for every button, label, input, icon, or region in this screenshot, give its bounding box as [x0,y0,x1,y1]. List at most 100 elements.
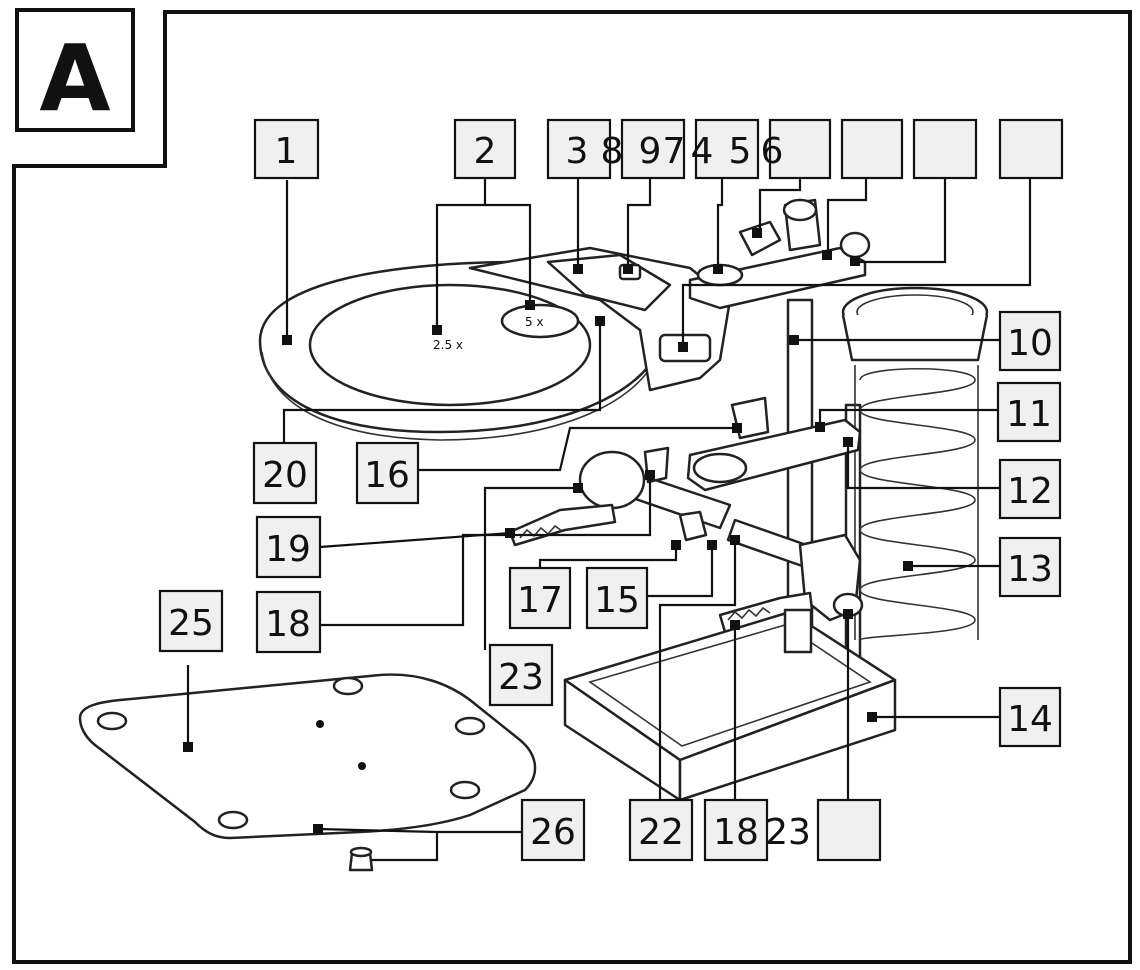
leader-9 [626,178,652,268]
callout-box-23a [488,643,554,707]
base-inner [588,624,872,747]
marker-10 [789,335,799,345]
callout-box-10 [998,310,1062,372]
figure-letter-box [15,8,135,132]
magnifier-small-lens [500,303,580,339]
top-knob [782,198,818,222]
leader-18a [320,475,652,627]
plate-screw-1 [316,720,324,728]
callout-7: 7 [663,131,686,172]
callout-23a: 23 [498,657,544,698]
marker-26 [313,824,323,834]
callout-box-11 [996,381,1062,443]
marker-11 [815,422,825,432]
magnifier-lamp: 5 x 2.5 x [258,246,732,441]
left-clip-arm [508,446,732,547]
callout-9: 9 [639,131,662,172]
leader-2 [435,178,532,330]
callout-box-15 [585,566,649,630]
callout-17: 17 [517,580,563,621]
marker-18a [645,470,655,480]
soldering-iron-holder [841,286,989,641]
leader-6 [826,178,868,255]
callout-boxes: 1 2 3 8 9 7 4 5 6 10 11 12 13 14 20 16 [158,118,1064,862]
marker-19 [505,528,515,538]
marker-9 [623,264,633,274]
base-plate [78,673,537,872]
callout-box-13 [998,536,1062,598]
leader-26 [317,827,522,862]
marker-13 [903,561,913,571]
coil-spring [859,368,976,641]
callout-box-19 [255,515,322,579]
arm-end-knob [839,231,871,259]
marker-12 [843,437,853,447]
callout-20: 20 [262,455,308,496]
left-clip-teeth [519,524,563,539]
callout-box-12 [998,458,1062,520]
callout-box-25 [158,589,224,653]
left-joint-sphere [578,450,646,510]
base-post [783,608,813,654]
callout-box-18a [255,590,322,654]
callout-box-26 [520,798,586,862]
marker-14 [867,712,877,722]
leader-8 [681,178,1032,345]
marker-2b [525,300,535,310]
callout-box-18b [703,798,769,862]
callout-box-8 [998,118,1064,180]
plate-hole-5 [217,810,249,830]
upper-arm-bar [688,246,867,310]
callout-8: 8 [601,131,624,172]
marker-22 [730,535,740,545]
callout-18b: 18 [713,812,759,853]
callout-box-5 [768,118,832,180]
plate-hole-3 [454,716,486,736]
base-tray [563,608,897,802]
middle-arm-assembly [686,396,862,492]
marker-23a [573,483,583,493]
marker-6 [822,250,832,260]
callout-2: 2 [474,131,497,172]
magnifier-ring-edge [261,344,661,441]
callout-23b: 23 [765,812,811,853]
plate-hole-4 [449,780,481,800]
callout-box-23b [816,798,882,862]
leader-16 [418,426,737,472]
callout-16: 16 [364,455,410,496]
callout-18a: 18 [265,604,311,645]
callout-box-17 [508,566,572,630]
leader-20 [282,320,602,443]
callout-box-20 [252,441,318,505]
callout-12: 12 [1007,471,1053,512]
callout-4: 4 [691,131,714,172]
callout-15: 15 [594,580,640,621]
callout-box-22 [628,798,694,862]
base-side [678,678,897,802]
callout-26: 26 [530,812,576,853]
callout-19: 19 [265,529,311,570]
middle-clamp-ring [692,452,748,484]
rubber-foot-top [349,846,373,858]
marker-1 [282,335,292,345]
callout-25: 25 [168,603,214,644]
leader-15 [647,545,714,598]
leader-5 [758,178,802,230]
small-wing-nut [678,510,708,542]
callout-box-14 [998,686,1062,748]
marker-8 [678,342,688,352]
marker-5 [752,228,762,238]
right-clip-teeth [727,606,771,621]
callout-3: 3 [566,131,589,172]
marker-3 [573,264,583,274]
label-2-5x: 2.5 x [433,338,463,352]
marker-23b [843,609,853,619]
callout-box-4 [694,118,760,180]
marker-4 [713,264,723,274]
leader-4 [716,178,724,268]
callout-14: 14 [1007,699,1053,740]
callout-11: 11 [1006,394,1052,435]
upper-arm-assembly [688,198,871,310]
